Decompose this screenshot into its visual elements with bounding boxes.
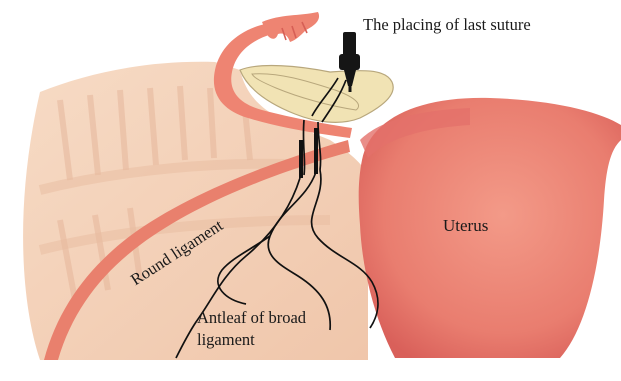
suture-caption: The placing of last suture bbox=[363, 14, 533, 36]
uterus-label: Uterus bbox=[443, 216, 488, 236]
fimbriae bbox=[262, 12, 319, 42]
suture-knot-right bbox=[314, 128, 318, 174]
broad-ligament-label: Antleaf of broad ligament bbox=[197, 307, 347, 351]
suture-knot-left bbox=[299, 140, 303, 178]
